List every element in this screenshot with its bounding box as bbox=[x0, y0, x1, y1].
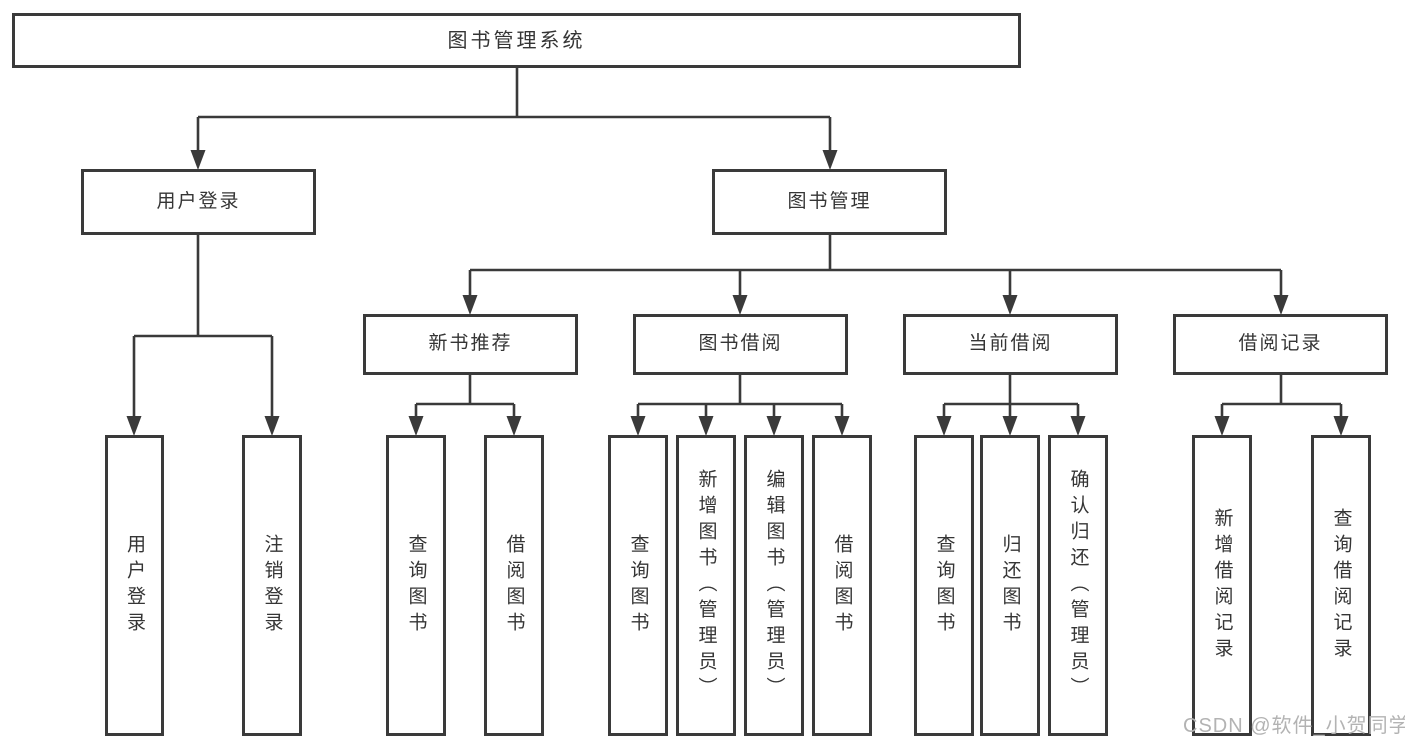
leaf-node-query-books-current: 查询图书 bbox=[914, 435, 974, 736]
branch-node-book-borrow: 图书借阅 bbox=[633, 314, 848, 375]
leaf-node-return-books: 归还图书 bbox=[980, 435, 1040, 736]
watermark-text: CSDN @软件_小贺同学 bbox=[1183, 715, 1405, 737]
leaf-node-add-books-admin: 新增图书（管理员） bbox=[676, 435, 736, 736]
leaf-label: 查询借阅记录 bbox=[1330, 507, 1352, 664]
leaf-label: 新增借阅记录 bbox=[1211, 507, 1233, 664]
leaf-node-confirm-return-admin: 确认归还（管理员） bbox=[1048, 435, 1108, 736]
leaf-label: 用户登录 bbox=[124, 533, 145, 638]
leaf-label: 查询图书 bbox=[627, 533, 649, 638]
branch-node-current-borrow: 当前借阅 bbox=[903, 314, 1118, 375]
leaf-label: 编辑图书（管理员） bbox=[763, 468, 785, 703]
leaf-node-borrow-books-recommend: 借阅图书 bbox=[484, 435, 544, 736]
leaf-label: 注销登录 bbox=[261, 533, 283, 638]
leaf-label: 借阅图书 bbox=[831, 533, 853, 638]
leaf-node-add-borrow-record: 新增借阅记录 bbox=[1192, 435, 1252, 736]
root-node-library-management-system: 图书管理系统 bbox=[12, 13, 1021, 68]
leaf-label: 借阅图书 bbox=[503, 533, 525, 638]
branch-node-user-login: 用户登录 bbox=[81, 169, 316, 235]
leaf-label: 确认归还（管理员） bbox=[1067, 468, 1089, 703]
leaf-node-query-borrow-record: 查询借阅记录 bbox=[1311, 435, 1371, 736]
leaf-label: 查询图书 bbox=[405, 533, 427, 638]
leaf-label: 新增图书（管理员） bbox=[695, 468, 717, 703]
branch-node-book-management: 图书管理 bbox=[712, 169, 947, 235]
branch-node-new-book-recommend: 新书推荐 bbox=[363, 314, 578, 375]
branch-node-borrow-records: 借阅记录 bbox=[1173, 314, 1388, 375]
leaf-label: 查询图书 bbox=[933, 533, 955, 638]
leaf-label: 归还图书 bbox=[999, 533, 1021, 638]
leaf-node-query-books-borrow: 查询图书 bbox=[608, 435, 668, 736]
leaf-node-user-login: 用户登录 bbox=[105, 435, 164, 736]
leaf-node-logout: 注销登录 bbox=[242, 435, 302, 736]
leaf-node-edit-books-admin: 编辑图书（管理员） bbox=[744, 435, 804, 736]
leaf-node-borrow-books: 借阅图书 bbox=[812, 435, 872, 736]
leaf-node-query-books-recommend: 查询图书 bbox=[386, 435, 446, 736]
